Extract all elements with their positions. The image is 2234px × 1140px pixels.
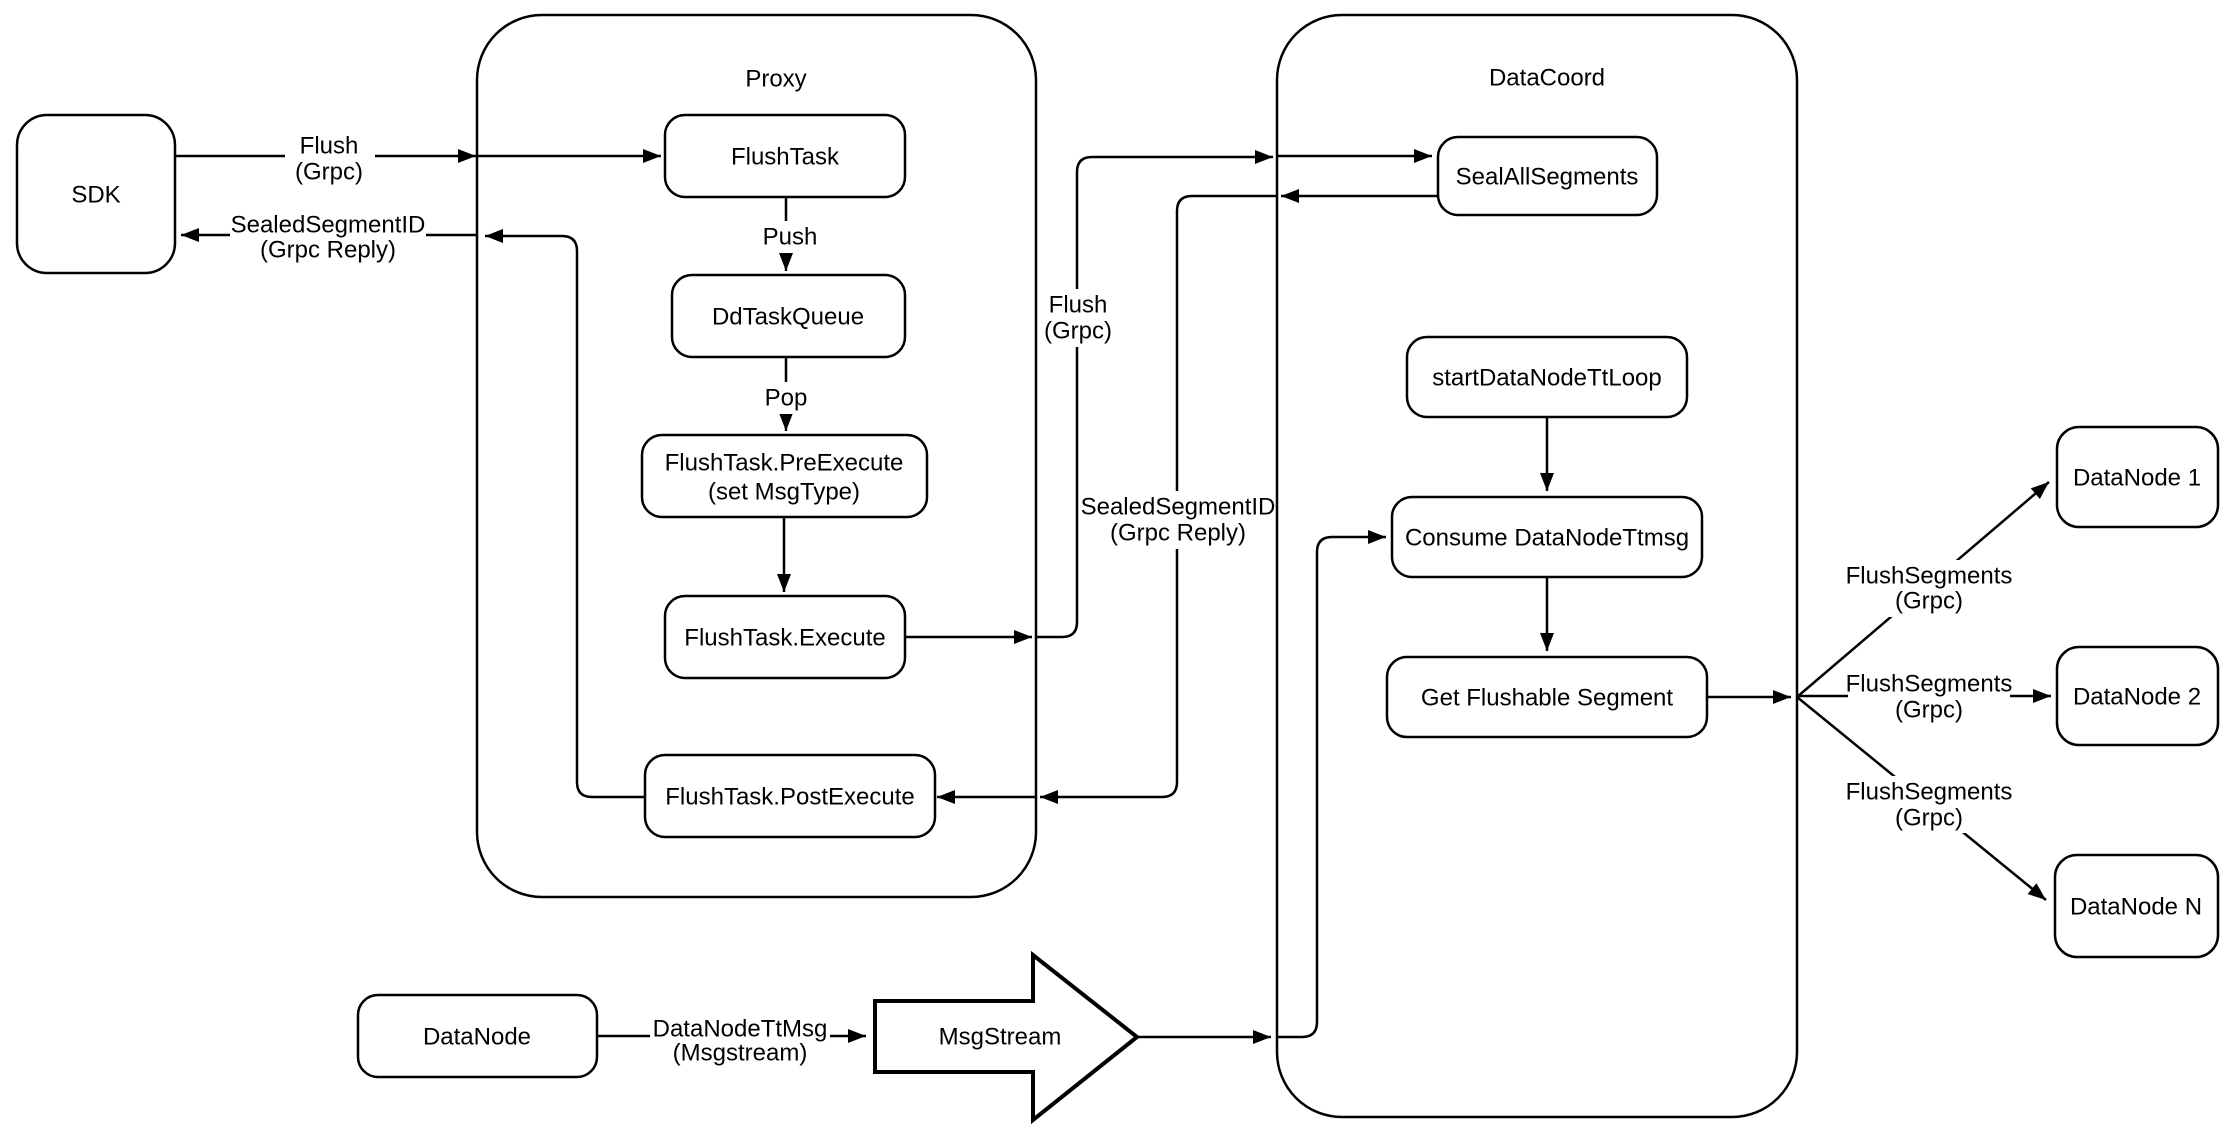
- svg-text:(Grpc Reply): (Grpc Reply): [1110, 520, 1246, 547]
- svg-text:FlushTask.PostExecute: FlushTask.PostExecute: [665, 784, 914, 811]
- node-datanode-n: DataNode N: [2053, 853, 2220, 959]
- svg-text:(Grpc Reply): (Grpc Reply): [260, 237, 396, 264]
- edge-label-flushsegments-1: FlushSegments (Grpc): [1846, 560, 2013, 617]
- edge-label-flushsegments-3: FlushSegments (Grpc): [1846, 776, 2013, 833]
- arrow-flush-to-datacoord-border: [1036, 150, 1273, 639]
- edge-labels: Flush (Grpc) SealedSegmentID (Grpc Reply…: [230, 129, 2012, 1069]
- svg-text:FlushSegments: FlushSegments: [1846, 779, 2013, 806]
- svg-text:(Grpc): (Grpc): [1895, 588, 1963, 615]
- svg-text:DataNode N: DataNode N: [2070, 894, 2202, 921]
- svg-text:(Msgstream): (Msgstream): [673, 1040, 808, 1067]
- svg-text:SealedSegmentID: SealedSegmentID: [231, 212, 426, 239]
- edge-label-push: Push: [757, 221, 823, 253]
- svg-text:startDataNodeTtLoop: startDataNodeTtLoop: [1432, 365, 1661, 392]
- edge-label-pop: Pop: [758, 382, 814, 414]
- node-datanode-1: DataNode 1: [2055, 425, 2220, 529]
- node-consume-datanodettmsg: Consume DataNodeTtmsg: [1390, 495, 1704, 579]
- proxy-container: Proxy: [475, 13, 1038, 899]
- node-flushtask-execute: FlushTask.Execute: [663, 594, 907, 680]
- node-flushtask-postexecute: FlushTask.PostExecute: [643, 753, 937, 839]
- svg-text:(Grpc): (Grpc): [1044, 318, 1112, 345]
- svg-text:MsgStream: MsgStream: [939, 1024, 1062, 1051]
- node-get-flushable-segment: Get Flushable Segment: [1385, 655, 1709, 739]
- node-flushtask: FlushTask: [663, 113, 907, 199]
- svg-text:SealedSegmentID: SealedSegmentID: [1081, 494, 1276, 521]
- node-datanode-2: DataNode 2: [2055, 645, 2220, 747]
- svg-text:(Grpc): (Grpc): [1895, 805, 1963, 832]
- datacoord-container: DataCoord: [1275, 13, 1799, 1119]
- proxy-container-title: Proxy: [745, 66, 806, 93]
- edge-label-seal-reply: SealedSegmentID (Grpc Reply): [1081, 491, 1276, 549]
- svg-text:Push: Push: [763, 224, 818, 251]
- node-datanode-bottom: DataNode: [356, 993, 599, 1079]
- node-flushtask-preexecute: FlushTask.PreExecute (set MsgType): [640, 433, 929, 519]
- node-msgstream: MsgStream: [873, 950, 1141, 1125]
- svg-text:Get Flushable Segment: Get Flushable Segment: [1421, 685, 1673, 712]
- arrow-ttmsg-to-consume: [1277, 530, 1386, 1039]
- svg-text:Flush: Flush: [300, 133, 359, 160]
- svg-text:Pop: Pop: [765, 385, 808, 412]
- edge-label-sdk-flush: Flush (Grpc): [285, 129, 375, 187]
- edge-label-datanodettmsg: DataNodeTtMsg (Msgstream): [650, 1012, 830, 1069]
- node-startdatanodettloop: startDataNodeTtLoop: [1405, 335, 1689, 419]
- svg-text:FlushSegments: FlushSegments: [1846, 563, 2013, 590]
- svg-text:FlushTask.PreExecute: FlushTask.PreExecute: [665, 450, 904, 477]
- datacoord-container-border: [1275, 13, 1799, 1119]
- svg-text:Consume DataNodeTtmsg: Consume DataNodeTtmsg: [1405, 525, 1689, 552]
- diagram-edges: [175, 149, 2051, 1044]
- svg-text:SealAllSegments: SealAllSegments: [1456, 164, 1639, 191]
- svg-text:DataNode 1: DataNode 1: [2073, 465, 2201, 492]
- svg-text:(Grpc): (Grpc): [295, 159, 363, 186]
- svg-text:Flush: Flush: [1049, 292, 1108, 319]
- edge-label-execute-flush: Flush (Grpc): [1038, 289, 1118, 347]
- datacoord-container-title: DataCoord: [1489, 65, 1605, 92]
- svg-text:FlushTask: FlushTask: [731, 144, 840, 171]
- svg-text:DataNode: DataNode: [423, 1024, 531, 1051]
- node-sdk: SDK: [15, 113, 177, 275]
- svg-text:DataNodeTtMsg: DataNodeTtMsg: [653, 1016, 828, 1043]
- svg-text:(Grpc): (Grpc): [1895, 697, 1963, 724]
- svg-text:DataNode 2: DataNode 2: [2073, 684, 2201, 711]
- proxy-container-border: [475, 13, 1038, 899]
- diagram-nodes: SDK FlushTask DdTaskQueue FlushTask.PreE…: [15, 113, 2220, 1125]
- svg-text:DdTaskQueue: DdTaskQueue: [712, 304, 864, 331]
- svg-text:FlushSegments: FlushSegments: [1846, 671, 2013, 698]
- svg-text:FlushTask.Execute: FlushTask.Execute: [684, 625, 885, 652]
- edge-label-flushsegments-2: FlushSegments (Grpc): [1846, 668, 2013, 725]
- svg-text:SDK: SDK: [71, 182, 120, 209]
- msgstream-arrow-shape: [873, 950, 1141, 1125]
- node-ddtaskqueue: DdTaskQueue: [670, 273, 907, 359]
- node-sealallsegments: SealAllSegments: [1436, 135, 1659, 217]
- edge-label-sdk-reply: SealedSegmentID (Grpc Reply): [230, 210, 426, 265]
- svg-text:(set MsgType): (set MsgType): [708, 479, 860, 506]
- arrow-postexecute-to-proxy-border: [485, 229, 645, 799]
